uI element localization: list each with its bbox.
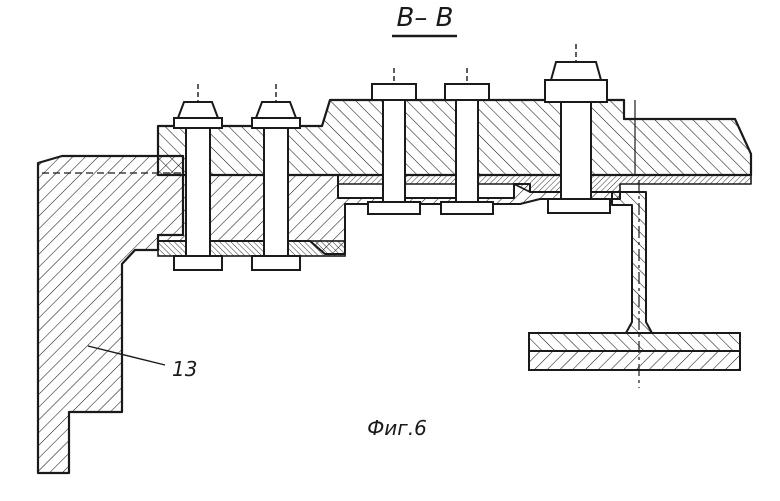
bolt-3 [367, 68, 421, 215]
bolt-5 [544, 44, 611, 214]
bolt-4 [440, 68, 494, 215]
rail-web [611, 191, 653, 334]
figure-caption: Фиг.6 [367, 416, 427, 440]
bolt-1 [173, 84, 223, 271]
bracket-part-13 [36, 154, 185, 475]
section-label: В– В [397, 3, 454, 33]
callout-leader-13 [87, 345, 166, 366]
callout-number-13: 13 [172, 357, 197, 381]
rail-base-plate [528, 350, 741, 371]
top-cover-plate [156, 98, 753, 177]
bolt-2 [251, 84, 301, 271]
rail-flange [528, 332, 741, 352]
